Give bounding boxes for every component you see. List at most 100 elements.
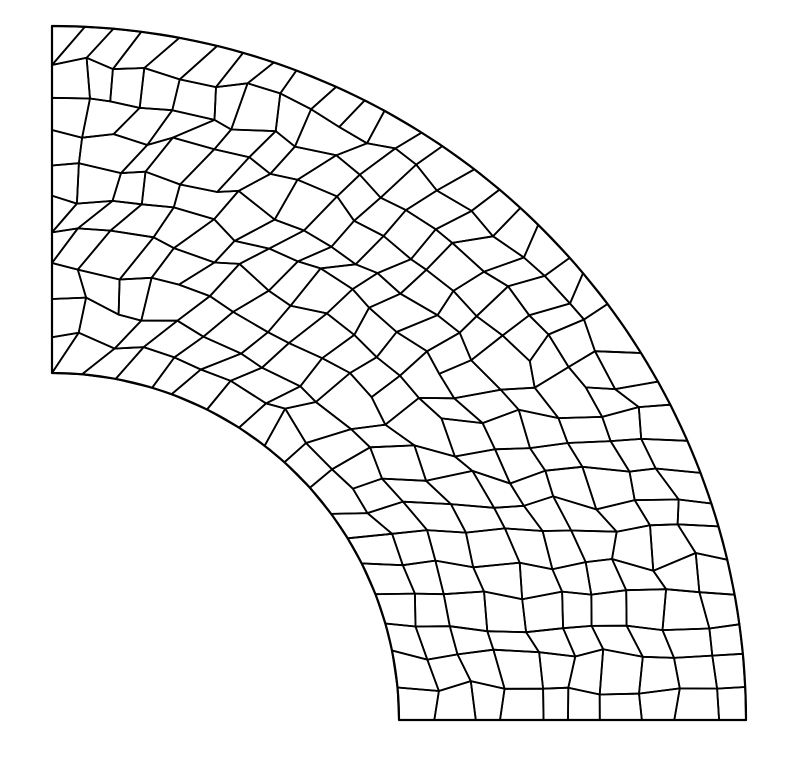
mesh-cell — [351, 272, 402, 309]
mesh-cell — [561, 590, 593, 630]
mesh-cell — [51, 262, 87, 300]
mesh-cell — [369, 444, 428, 482]
mesh-cell — [716, 686, 747, 721]
mesh-cell — [213, 128, 277, 159]
mesh-cell — [614, 380, 672, 409]
mesh-cell — [233, 218, 305, 250]
mesh-cell — [248, 130, 296, 175]
mesh-cell — [51, 194, 78, 234]
mesh-cell — [611, 558, 667, 592]
mesh-cell — [594, 350, 659, 391]
mesh-cell — [425, 241, 485, 292]
mesh-cell — [417, 396, 484, 425]
mesh-cell — [590, 589, 628, 627]
mesh-cell — [358, 147, 418, 199]
mesh-cell — [144, 136, 216, 186]
mesh-cell — [232, 289, 292, 334]
mesh-cell — [268, 229, 333, 263]
mesh-cell — [673, 687, 720, 721]
mesh-cell — [51, 227, 112, 271]
quarter-annulus-boundary — [50, 24, 748, 722]
mesh-cell — [640, 437, 702, 474]
mesh-cell — [51, 199, 114, 234]
mesh-cell — [170, 368, 232, 411]
mesh-cell — [698, 591, 741, 630]
mesh-cell — [336, 173, 382, 222]
mesh-cell — [673, 654, 718, 690]
mesh-cell — [523, 495, 573, 532]
mesh-cell — [475, 285, 531, 337]
mesh-cell — [51, 25, 115, 66]
mesh-cell — [436, 289, 478, 334]
mesh-cell — [507, 274, 571, 317]
mesh-cell — [109, 203, 175, 239]
mesh-cell — [202, 310, 269, 355]
mesh-cell — [261, 342, 324, 388]
mesh-cell — [435, 168, 501, 212]
mesh-cell — [533, 366, 604, 420]
mesh-cell — [109, 67, 146, 109]
mesh-cell — [206, 379, 267, 429]
mesh-cell — [351, 477, 404, 514]
mesh-cell — [452, 270, 510, 318]
mesh-cell — [494, 447, 547, 485]
mesh-cell — [368, 292, 439, 333]
mesh-cell — [81, 346, 145, 380]
mesh-cell — [51, 162, 80, 205]
mesh-cell — [552, 495, 618, 533]
mesh-cell — [570, 529, 618, 563]
mesh-cell — [111, 170, 147, 206]
mesh-cell — [501, 314, 550, 363]
mesh-cell — [542, 686, 570, 721]
mesh-cell — [208, 262, 270, 313]
mesh-cell — [273, 178, 339, 232]
mesh-cell — [77, 296, 143, 350]
mesh-cell — [567, 686, 601, 721]
mesh-cell — [661, 588, 711, 631]
mesh-cell — [625, 588, 667, 631]
mesh-cell — [81, 97, 141, 139]
mesh-cell — [499, 687, 545, 721]
mesh-cell — [493, 504, 544, 532]
mesh-cell — [321, 333, 378, 374]
mesh-cell — [120, 136, 174, 175]
mesh-cell — [51, 96, 91, 139]
mesh-cell — [237, 172, 299, 221]
mesh-cell — [567, 350, 616, 391]
mesh-cell — [442, 590, 489, 633]
mesh-cell — [51, 129, 83, 167]
mesh-cell — [433, 680, 477, 721]
mesh-cell — [354, 235, 412, 275]
mesh-cell — [213, 189, 276, 242]
mesh-cell — [353, 306, 398, 359]
mesh-cell — [138, 67, 181, 112]
mesh-cell — [595, 499, 651, 533]
mesh-cell — [335, 142, 397, 176]
mesh-cell — [381, 477, 452, 506]
mesh-cell — [117, 276, 153, 322]
mesh-cell — [483, 590, 527, 634]
mesh-cell — [394, 131, 444, 166]
domain-boundary — [50, 24, 748, 722]
mesh-cell — [113, 319, 179, 350]
mesh-cell — [453, 388, 520, 425]
mesh-cell — [78, 133, 149, 175]
mesh-cell — [76, 162, 122, 205]
mesh-cell — [598, 692, 643, 721]
mesh-cell — [331, 446, 383, 490]
mesh-cell — [399, 268, 455, 317]
mesh-cell — [51, 331, 80, 374]
mesh-cell — [325, 288, 371, 336]
mesh-cell — [265, 385, 317, 410]
mesh-cell — [562, 625, 605, 658]
mesh-cell — [551, 561, 593, 596]
mesh-cell — [652, 552, 701, 594]
mesh-cell — [694, 552, 736, 596]
mesh-cell — [470, 334, 536, 391]
mesh-cell — [76, 199, 143, 232]
mesh-cell — [152, 206, 216, 250]
mesh-cell — [176, 295, 235, 338]
mesh-cell — [296, 154, 361, 198]
mesh-cell — [274, 92, 313, 148]
